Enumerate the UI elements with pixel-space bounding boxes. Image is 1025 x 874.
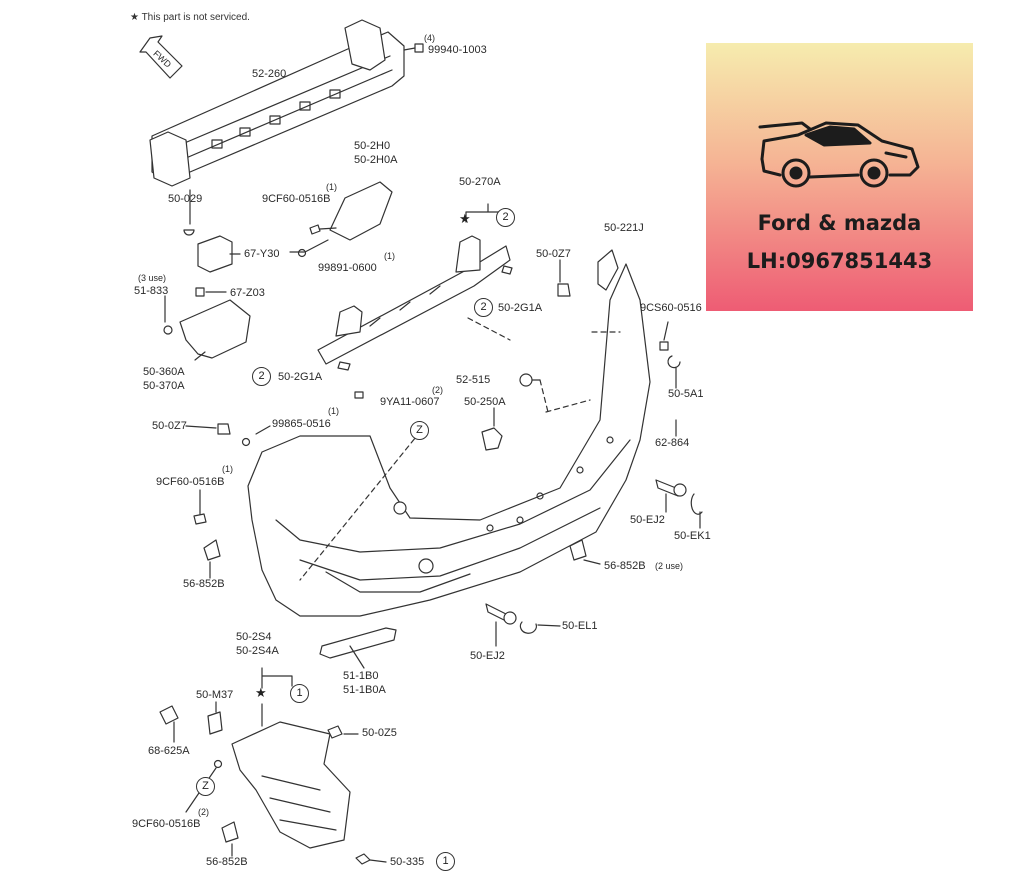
callout-2: 2 [496, 208, 515, 227]
qty-label: (4) [424, 33, 435, 43]
clip-67-z03 [195, 287, 205, 297]
part-label-50-2h0: 50-2H0 [354, 140, 391, 152]
sports-car-icon [758, 121, 920, 188]
callout-1: 1 [290, 684, 309, 703]
part-label-50-2s4a: 50-2S4A [236, 645, 279, 657]
part-label-50-270a: 50-270A [459, 176, 501, 188]
part-label-50-2g1a: 50-2G1A [278, 371, 323, 383]
part-label-50-0z5: 50-0Z5 [362, 727, 397, 739]
part-label-67-y30: 67-Y30 [244, 248, 280, 260]
bracket-50-2h0 [329, 181, 393, 241]
part-label-67-z03: 67-Z03 [230, 287, 265, 299]
part-label-56-852b: 56-852B [183, 578, 225, 590]
not-serviced-star-icon: ★ [459, 211, 471, 226]
part-label-52-515: 52-515 [456, 374, 491, 386]
part-label-50-m37: 50-M37 [196, 689, 234, 701]
side-guide-50-221j [597, 249, 619, 291]
part-label-9cf60-0516b: 9CF60-0516B [156, 476, 225, 488]
part-label-50-2g1a: 50-2G1A [498, 302, 543, 314]
part-label-56-852b: 56-852B [206, 856, 248, 868]
rear-bumper-cover [247, 263, 651, 617]
clip-56-852b-right [569, 539, 587, 561]
bumper-reinforcement-beam [149, 19, 405, 187]
bolt-99940-1003 [414, 43, 424, 53]
part-label-50-ej2: 50-EJ2 [470, 650, 505, 662]
reflector-51-1b0 [319, 627, 397, 659]
qty-label: (3 use) [138, 273, 167, 283]
part-label-50-2h0a: 50-2H0A [354, 154, 398, 166]
part-label-50-335: 50-335 [390, 856, 425, 868]
part-label-50-221j: 50-221J [604, 222, 644, 234]
part-label-50-029: 50-029 [168, 193, 203, 205]
dashed-leader [299, 431, 421, 581]
callout-2: 2 [474, 298, 493, 317]
clip-50-029 [183, 229, 195, 236]
part-label-51-1b0a: 51-1B0A [343, 684, 386, 696]
part-label-99940-1003: 99940-1003 [428, 44, 487, 56]
qty-label: (1) [328, 406, 339, 416]
qty-label: (2) [432, 385, 443, 395]
banner-title: Ford & mazda [757, 211, 922, 235]
dealer-banner: Ford & mazda LH:0967851443 [706, 43, 973, 311]
not-serviced-star-icon: ★ [255, 685, 267, 700]
qty-label: (2) [198, 807, 209, 817]
part-label-99891-0600: 99891-0600 [318, 262, 377, 274]
part-label-9ya11-0607: 9YA11-0607 [380, 396, 440, 408]
not-serviced-note: ★ This part is not serviced. [130, 12, 250, 23]
part-label-9cs60-0516: 9CS60-0516 [640, 302, 702, 314]
part-label-52-260: 52-260 [252, 68, 287, 80]
forward-arrow-icon [139, 35, 183, 79]
part-label-51-1b0: 51-1B0 [343, 670, 379, 682]
note-text: This part is not serviced. [141, 12, 250, 23]
part-label-9cf60-0516b: 9CF60-0516B [262, 193, 331, 205]
part-label-50-el1: 50-EL1 [562, 620, 598, 632]
sensor-67-y30 [197, 235, 233, 273]
qty-label: (1) [384, 251, 395, 261]
banner-phone: LH:0967851443 [746, 249, 933, 273]
side-bracket-50-360a [179, 299, 251, 359]
part-label-68-625a: 68-625A [148, 745, 190, 757]
callout-2: 2 [252, 367, 271, 386]
part-label-50-2s4: 50-2S4 [236, 631, 272, 643]
part-label-50-0z7: 50-0Z7 [152, 420, 187, 432]
note-star-icon: ★ [130, 12, 139, 23]
part-label-51-833: 51-833 [134, 285, 169, 297]
part-label-50-370a: 50-370A [143, 380, 185, 392]
clip-50-250a [481, 427, 503, 451]
part-label-56-852b: 56-852B [604, 560, 646, 572]
part-label-50-ej2: 50-EJ2 [630, 514, 665, 526]
part-label-9cf60-0516b: 9CF60-0516B [132, 818, 201, 830]
qty-label: (1) [222, 464, 233, 474]
clip-56-852b-left [203, 539, 221, 561]
callout-1: 1 [436, 852, 455, 871]
part-label-50-360a: 50-360A [143, 366, 185, 378]
part-label-62-864: 62-864 [655, 437, 690, 449]
part-label-50-250a: 50-250A [464, 396, 506, 408]
qty-label: (1) [326, 182, 337, 192]
part-label-50-5a1: 50-5A1 [668, 388, 704, 400]
upper-retainer-50-270a [317, 235, 511, 365]
lower-deflector-50-2s4 [231, 721, 351, 849]
qty-label: (2 use) [655, 561, 684, 571]
part-label-50-0z7: 50-0Z7 [536, 248, 571, 260]
callout-z: Z [410, 421, 429, 440]
part-label-50-ek1: 50-EK1 [674, 530, 711, 542]
callout-z: Z [196, 777, 215, 796]
part-label-99865-0516: 99865-0516 [272, 418, 331, 430]
